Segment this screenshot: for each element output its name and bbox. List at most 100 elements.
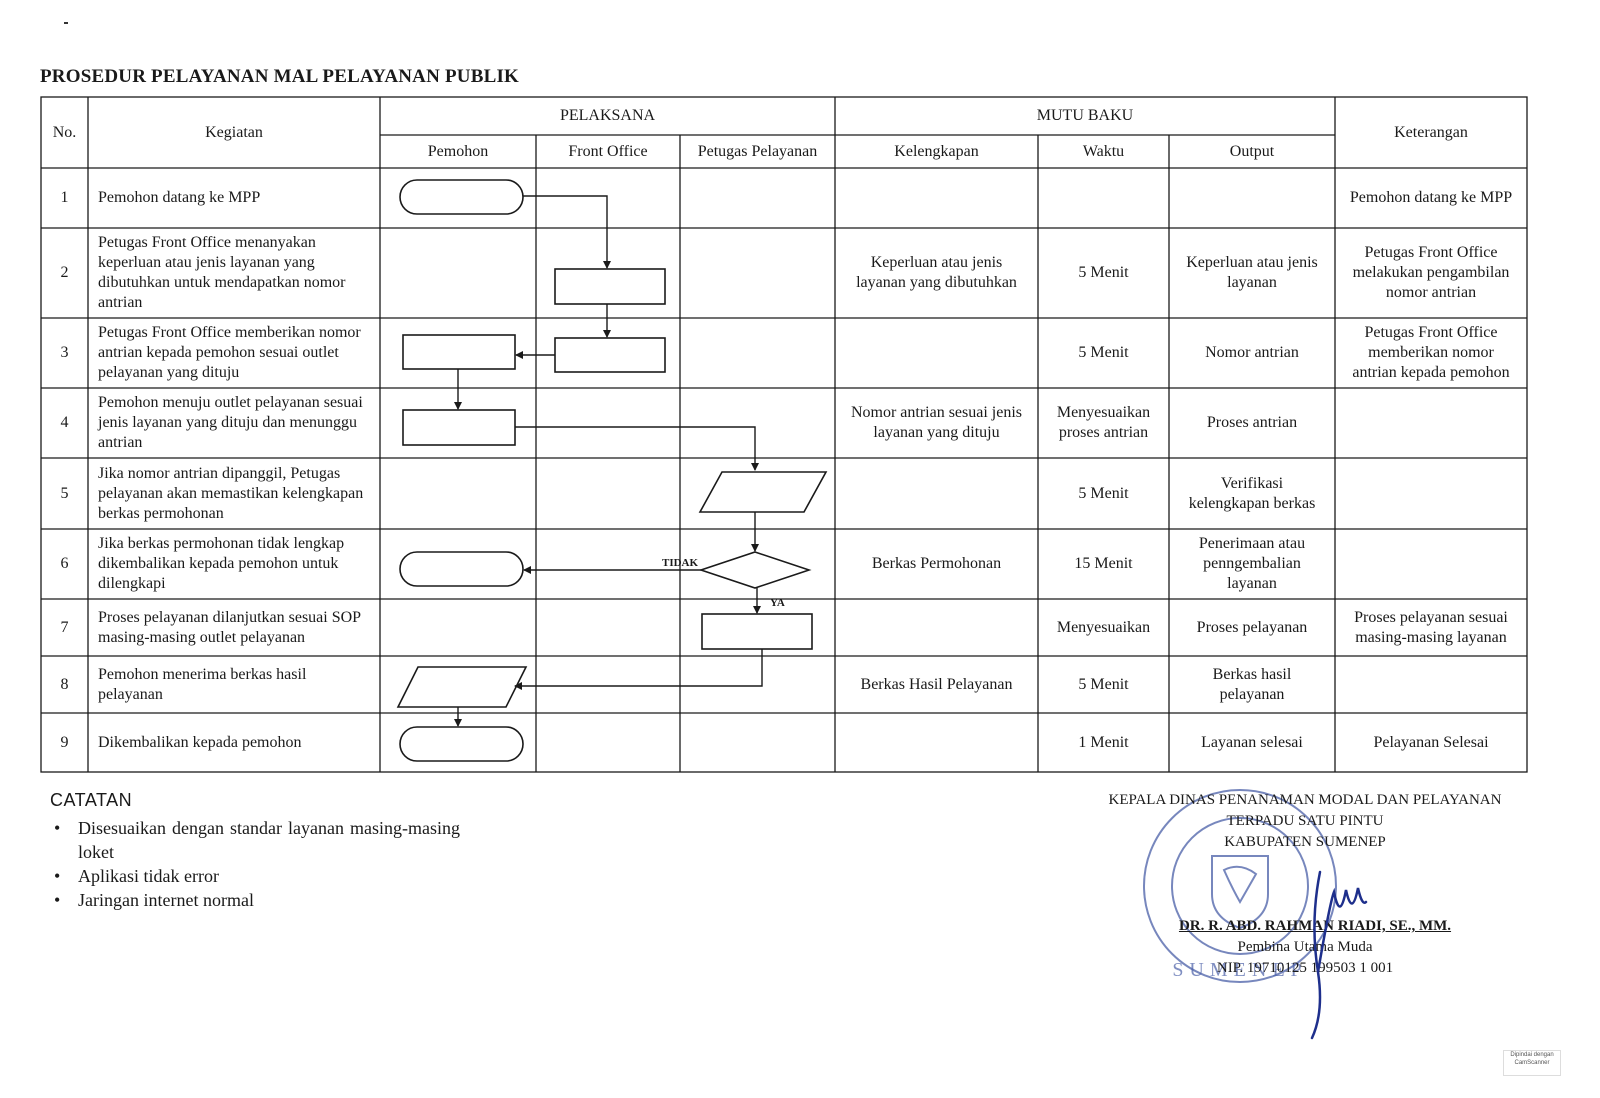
row-3-no: 3: [60, 344, 69, 361]
sig-line-1: KEPALA DINAS PENANAMAN MODAL DAN PELAYAN…: [1108, 792, 1502, 808]
row-7-output: Proses pelayanan: [1196, 618, 1308, 636]
row-1-kelengkapan: [835, 168, 1038, 228]
flow-arrow-1-2: [523, 195, 611, 269]
header-kegiatan: Kegiatan: [205, 123, 263, 141]
row-6-waktu: 15 Menit: [1074, 555, 1133, 572]
flow-arrow-4-5: [515, 426, 759, 471]
row-4-kelengkapan: Nomor antrian sesuai jenis layanan yang …: [850, 404, 1023, 441]
header-petugas-pelayanan: Petugas Pelayanan: [697, 142, 818, 160]
row-5-kelengkapan: [835, 458, 1038, 529]
row-3-output: Nomor antrian: [1205, 344, 1299, 361]
row-4-kegiatan: Pemohon menuju outlet pelayanan sesuai j…: [98, 394, 363, 451]
row-2-output: Keperluan atau jenis layanan: [1186, 254, 1318, 291]
flow-process-applicant-queue: [402, 334, 516, 370]
row-2-keterangan: Petugas Front Office melakukan pengambil…: [1352, 244, 1510, 301]
flow-process-fo-question: [554, 268, 666, 305]
row-8-kegiatan: Pemohon menerima berkas hasil pelayanan: [98, 665, 307, 703]
flow-return-terminator: [399, 551, 524, 587]
header-keterangan: Keterangan: [1394, 123, 1468, 141]
handwritten-signature: [1310, 870, 1368, 1040]
notes-title: CATATAN: [50, 790, 133, 810]
flow-data-verification: [698, 471, 828, 513]
sig-nip: NIP. 19710125 199503 1 001: [1216, 960, 1394, 976]
notes-item: Disesuaikan dengan standar layanan masin…: [50, 816, 460, 864]
row-2-no: 2: [60, 264, 69, 281]
flow-decision-complete: [698, 551, 812, 589]
header-pelaksana: PELAKSANA: [559, 107, 656, 124]
row-8-waktu: 5 Menit: [1078, 675, 1129, 693]
row-7-no: 7: [60, 618, 69, 636]
header-output: Output: [1229, 142, 1275, 160]
row-3-waktu: 5 Menit: [1078, 344, 1129, 361]
row-5-waktu: 5 Menit: [1078, 484, 1129, 502]
coat-of-arms-icon: [1211, 855, 1269, 930]
row-9-no: 9: [60, 733, 69, 751]
flow-start-terminator: [399, 179, 524, 215]
flow-arrow-7-8: [514, 649, 763, 690]
row-4-output: Proses antrian: [1206, 414, 1298, 431]
row-7-kelengkapan: [835, 599, 1038, 656]
row-2-kegiatan: Petugas Front Office menanyakan keperlua…: [98, 234, 346, 311]
row-7-kegiatan: Proses pelayanan dilanjutkan sesuai SOP …: [98, 608, 361, 646]
sig-line-3: KABUPATEN SUMENEP: [1224, 834, 1386, 850]
notes-list: Disesuaikan dengan standar layanan masin…: [50, 816, 460, 912]
row-7-waktu: Menyesuaikan: [1056, 618, 1151, 636]
row-5-keterangan: [1335, 458, 1527, 529]
row-5-kegiatan: Jika nomor antrian dipanggil, Petugas pe…: [98, 464, 364, 522]
row-8-keterangan: [1335, 656, 1527, 713]
header-front-office: Front Office: [568, 142, 648, 160]
row-3-kegiatan: Petugas Front Office memberikan nomor an…: [98, 324, 361, 381]
row-6-keterangan: [1335, 529, 1527, 599]
row-1-kegiatan: Pemohon datang ke MPP: [98, 189, 261, 206]
row-9-keterangan: Pelayanan Selesai: [1373, 733, 1489, 751]
row-6-kelengkapan: Berkas Permohonan: [871, 555, 1002, 572]
scanner-badge: Dipindai dengan CamScanner: [1503, 1050, 1561, 1076]
row-4-waktu: Menyesuaikan proses antrian: [1056, 404, 1151, 441]
flow-data-result: [396, 666, 528, 708]
row-8-output: Berkas hasil pelayanan: [1212, 665, 1292, 703]
header-pemohon: Pemohon: [427, 142, 489, 160]
row-6-output: Penerimaan atau penngembalian layanan: [1198, 535, 1306, 592]
row-3-keterangan: Petugas Front Office memberikan nomor an…: [1352, 324, 1510, 381]
flow-process-service: [701, 613, 813, 650]
row-9-kegiatan: Dikembalikan kepada pemohon: [98, 733, 302, 751]
flow-process-fo-queue: [554, 337, 666, 373]
header-no: No.: [52, 123, 77, 141]
row-3-kelengkapan: [835, 318, 1038, 388]
row-8-no: 8: [60, 675, 69, 693]
sig-rank: Pembina Utama Muda: [1237, 939, 1373, 955]
table-border: [40, 96, 1528, 773]
label-tidak: TIDAK: [662, 557, 699, 569]
svg-text:SUMENEP: SUMENEP: [1172, 959, 1307, 981]
row-9-waktu: 1 Menit: [1078, 733, 1129, 751]
page-title: PROSEDUR PELAYANAN MAL PELAYANAN PUBLIK: [40, 66, 520, 87]
row-9-output: Layanan selesai: [1201, 733, 1303, 751]
label-ya: YA: [770, 597, 785, 609]
row-1-waktu: [1038, 168, 1169, 228]
row-4-keterangan: [1335, 388, 1527, 458]
scan-mark: [64, 22, 68, 24]
row-1-output: [1169, 168, 1335, 228]
row-8-kelengkapan: Berkas Hasil Pelayanan: [860, 675, 1013, 693]
row-4-no: 4: [60, 414, 69, 431]
row-2-kelengkapan: Keperluan atau jenis layanan yang dibutu…: [856, 254, 1017, 291]
header-mutu-baku: MUTU BAKU: [1036, 107, 1134, 124]
header-waktu: Waktu: [1082, 142, 1125, 160]
row-1-no: 1: [60, 189, 69, 206]
row-5-no: 5: [60, 484, 69, 502]
flow-process-applicant-wait: [402, 409, 516, 446]
notes-item: Aplikasi tidak error: [50, 864, 460, 888]
official-stamp: SUMENEP: [1143, 789, 1337, 983]
row-6-kegiatan: Jika berkas permohonan tidak lengkap dik…: [98, 535, 345, 592]
row-6-no: 6: [60, 555, 69, 572]
row-9-kelengkapan: [835, 713, 1038, 772]
row-1-keterangan: Pemohon datang ke MPP: [1349, 189, 1513, 206]
header-kelengkapan: Kelengkapan: [894, 142, 979, 160]
row-5-output: Verifikasi kelengkapan berkas: [1188, 474, 1316, 512]
sig-line-2: TERPADU SATU PINTU: [1226, 813, 1384, 829]
notes-item: Jaringan internet normal: [50, 888, 460, 912]
flow-end-terminator: [399, 726, 524, 762]
row-7-keterangan: Proses pelayanan sesuai masing-masing la…: [1354, 608, 1508, 646]
row-2-waktu: 5 Menit: [1078, 264, 1129, 281]
